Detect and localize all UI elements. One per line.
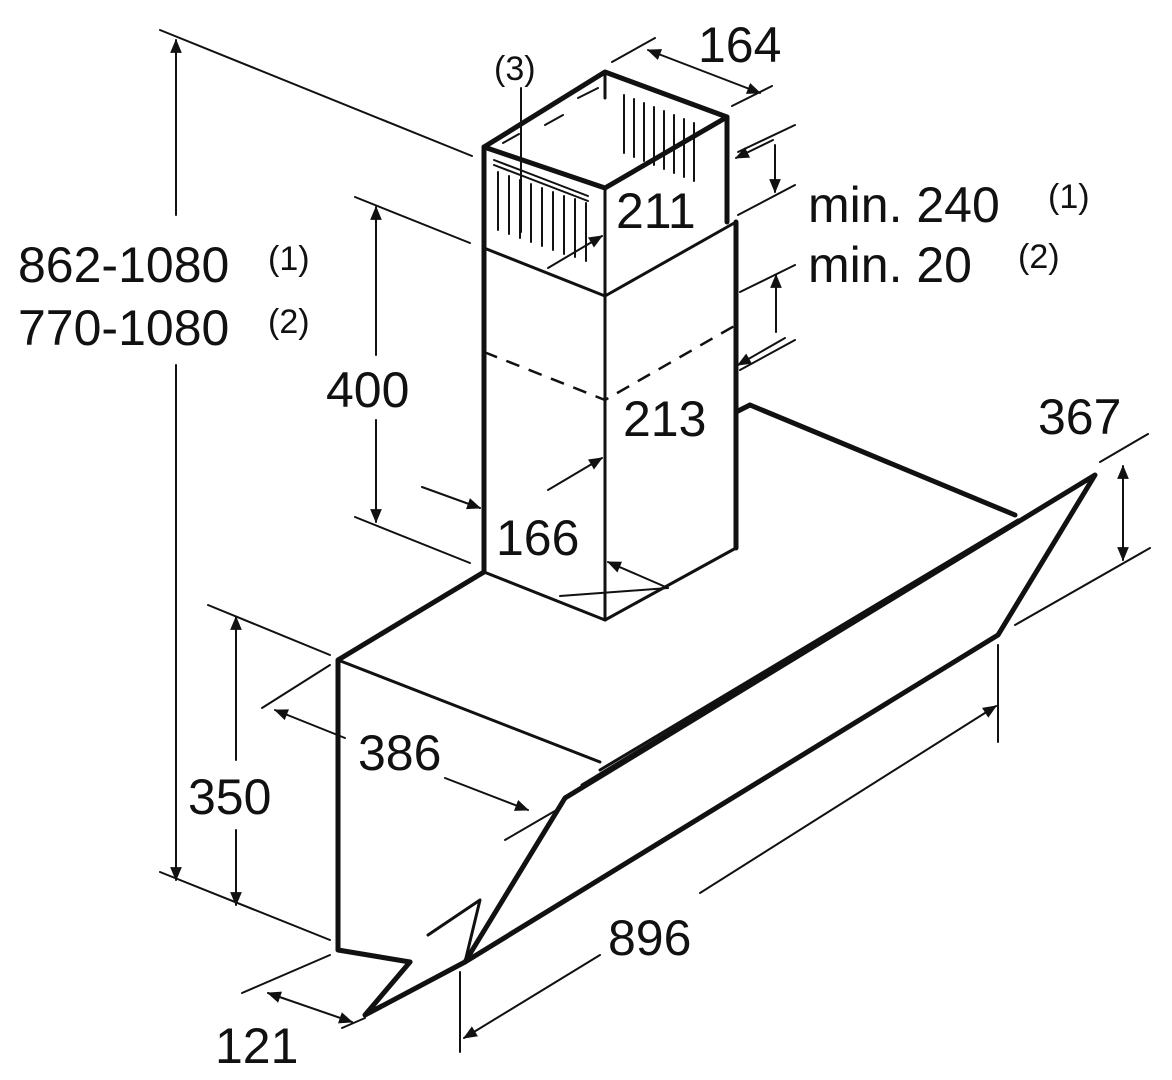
label-chimney-depth: 166 — [496, 510, 579, 566]
label-clearance-1: min. 240 — [808, 177, 1000, 233]
width-arrow-right — [699, 705, 997, 894]
lower-chimney-bottom-r — [603, 546, 738, 622]
glass-panel — [462, 472, 1098, 965]
hood-top-front — [336, 658, 602, 764]
label-chimney-height: 400 — [326, 362, 409, 418]
lower-chimney-bottom-l — [482, 570, 607, 622]
chimney-inner-arrow-right — [734, 139, 774, 159]
dimension-labels: (3) 164 211 min. 240 (1) min. 20 (2) 862… — [18, 17, 1121, 1074]
label-hood-depth: 386 — [358, 725, 441, 781]
width-arrow-left — [463, 954, 601, 1039]
label-lower-offset: 121 — [215, 1018, 298, 1074]
vent-slots — [493, 87, 695, 262]
chimney-depth-arrow-left — [421, 486, 482, 510]
hood-depth-arrow-right — [444, 777, 530, 811]
label-body-height: 350 — [188, 769, 271, 825]
hood-depth-arrow-left — [273, 709, 346, 739]
label-chimney-inner: 211 — [616, 183, 696, 239]
label-chimney-depth-top: 164 — [698, 17, 781, 73]
chimney-width-arrow-right — [736, 337, 786, 366]
lower-chimney-top-right — [603, 220, 738, 298]
label-total-height-2: 770-1080 — [18, 300, 229, 356]
hood-right-top — [747, 402, 1018, 518]
label-chimney-width: 213 — [623, 391, 706, 447]
lower-offset-arrow — [266, 991, 354, 1024]
hood-lower-lip2 — [426, 898, 482, 964]
chimney-depth-arrow-right — [606, 561, 669, 589]
label-clearance-2: min. 20 — [808, 237, 972, 293]
label-front-depth: 367 — [1038, 389, 1121, 445]
label-clearance-1-note: (1) — [1048, 178, 1090, 216]
label-callout-3: (3) — [494, 50, 536, 88]
overlap-dashed-line — [483, 323, 737, 402]
label-total-height-1-note: (1) — [268, 240, 310, 278]
lower-chimney-top-left — [482, 246, 607, 298]
hood-lower-lip — [362, 959, 468, 1018]
glass-panel-edge2 — [580, 526, 1007, 787]
chimney-width-arrow-left — [547, 457, 604, 491]
hood-back-top — [335, 569, 487, 965]
label-width: 896 — [608, 910, 691, 966]
label-clearance-2-note: (2) — [1018, 238, 1060, 276]
label-total-height-1: 862-1080 — [18, 237, 229, 293]
hood-step — [733, 402, 753, 415]
label-total-height-2-note: (2) — [268, 303, 310, 341]
chimney-inner-arrow-left — [547, 235, 604, 269]
chimney-depth-top-arrow — [646, 49, 762, 94]
hood-outline — [335, 69, 1098, 1018]
dimension-lines — [159, 29, 1151, 1053]
